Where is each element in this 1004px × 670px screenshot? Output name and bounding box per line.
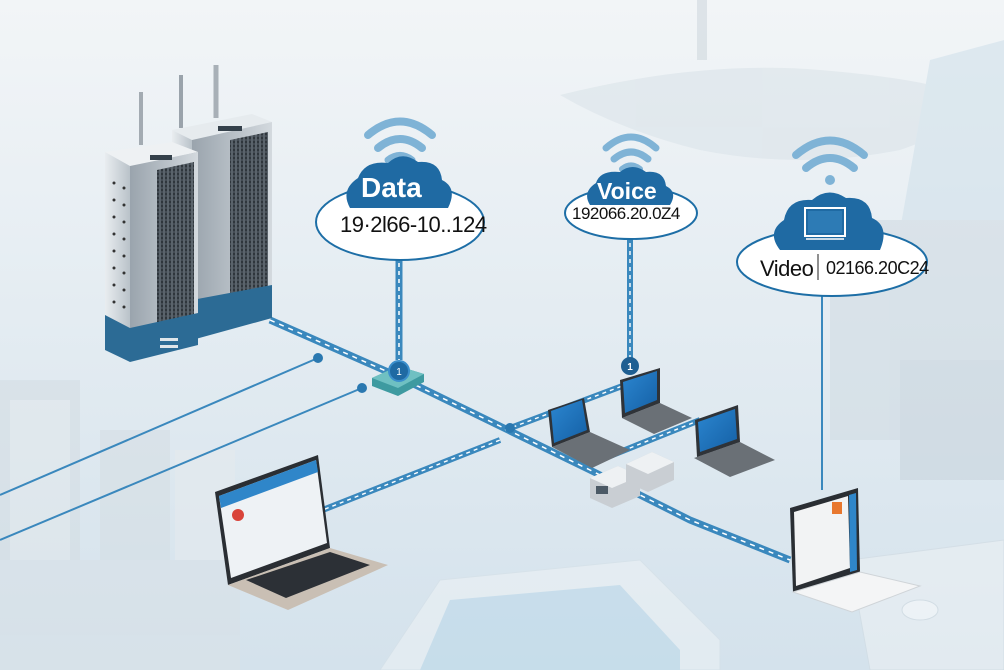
data-title: Data	[361, 172, 422, 203]
wifi-icon	[602, 133, 660, 172]
rooftop-dome	[901, 599, 939, 621]
cloud-icon	[587, 167, 674, 205]
stadium-field	[420, 585, 680, 670]
laptop-workstation-right[interactable]	[790, 488, 922, 613]
laptop-a[interactable]	[548, 398, 630, 468]
data-address: 19·2l66-10..124	[340, 212, 487, 237]
server-tower-front	[105, 92, 198, 362]
video-node[interactable]	[736, 136, 928, 297]
main-backbone-cable	[268, 316, 792, 564]
network-switch[interactable]: 1	[372, 360, 424, 396]
logo-icon	[232, 509, 244, 521]
hub-badge-label: 1	[627, 362, 633, 373]
link-node-3	[505, 423, 515, 433]
wifi-icon	[792, 136, 868, 185]
thin-link-2	[0, 387, 363, 541]
tower-icon	[697, 0, 707, 60]
voice-title: Voice	[597, 178, 657, 204]
video-address: 02166.20C24	[826, 258, 929, 278]
server-towers	[105, 65, 272, 362]
data-node[interactable]	[315, 117, 485, 261]
thin-link-1	[0, 357, 319, 496]
switch-badge-label: 1	[396, 367, 402, 378]
link-node-2	[357, 383, 367, 393]
switch-badge	[388, 360, 410, 382]
video-title: Video	[760, 256, 814, 281]
voice-address: 192066.20.0Z4	[572, 204, 680, 223]
network-device-b[interactable]	[626, 452, 674, 492]
orange-badge-icon	[832, 502, 842, 514]
laptop-cluster	[548, 368, 775, 508]
laptop-b[interactable]	[620, 368, 692, 434]
link-node-1	[313, 353, 323, 363]
laptop-workstation-left[interactable]	[215, 455, 388, 610]
monitor-icon	[804, 207, 846, 240]
laptop-c[interactable]	[694, 405, 775, 477]
hub-badge[interactable]: 1	[621, 357, 639, 375]
voice-node[interactable]	[564, 133, 698, 240]
cloud-icon	[346, 156, 452, 208]
